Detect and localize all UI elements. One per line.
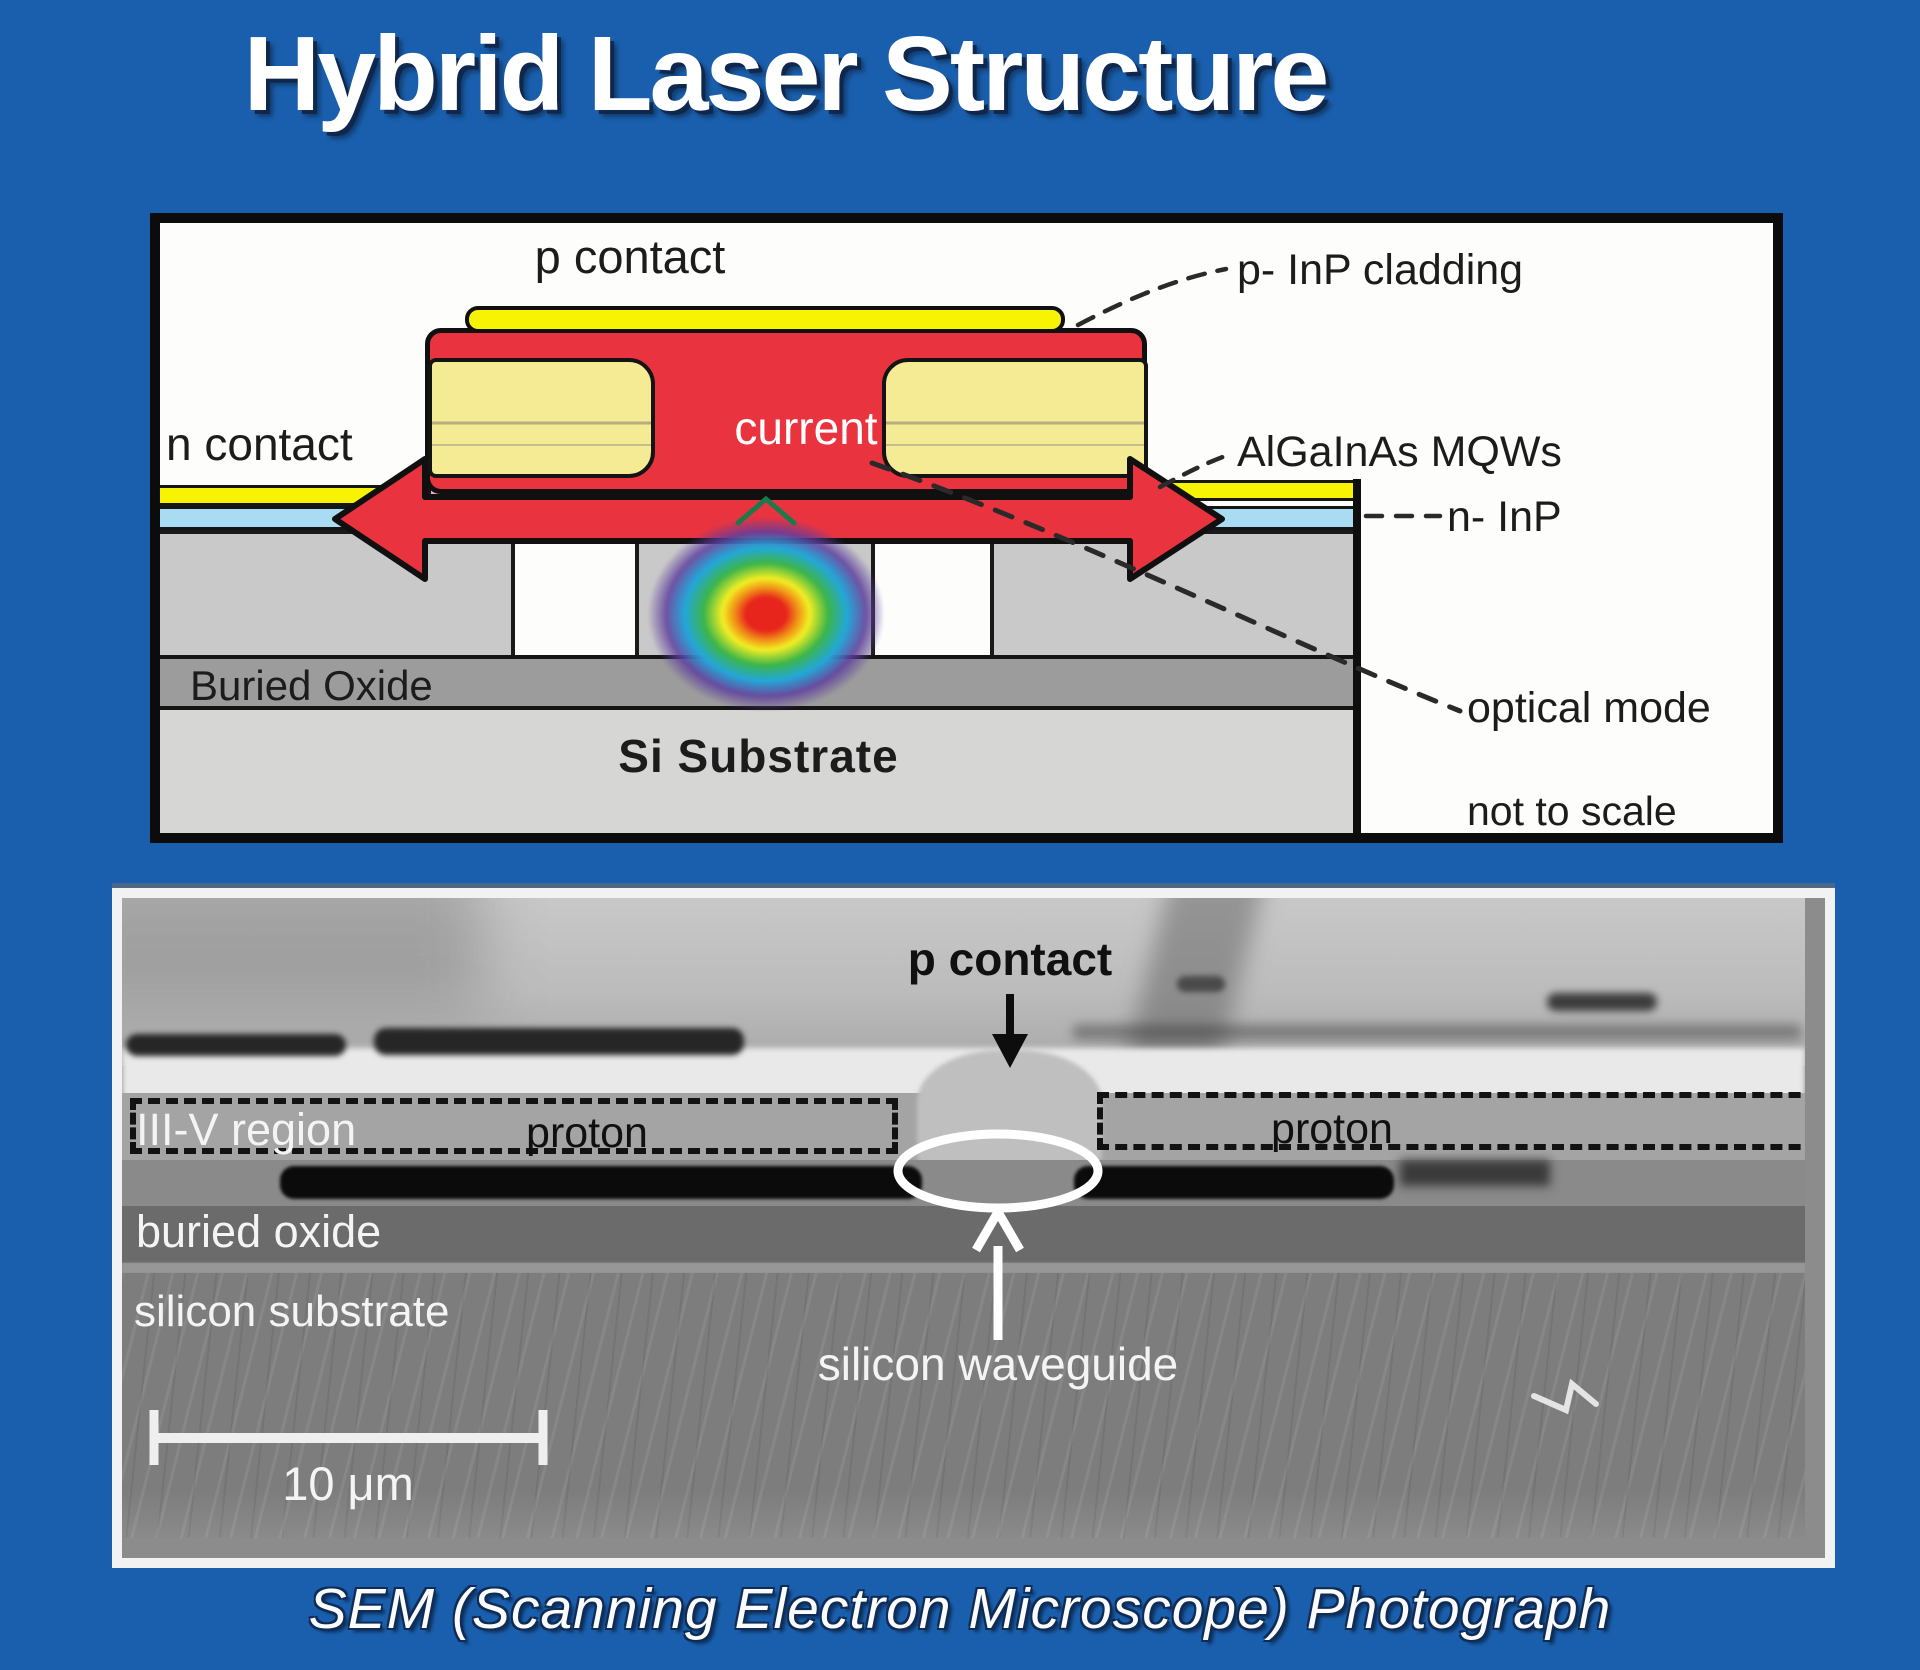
sem-buried-oxide-band: [122, 1206, 1805, 1263]
optical-mode-blob: [610, 481, 922, 737]
sem-photo: p contact III-V region proton proton bur…: [122, 898, 1805, 1538]
sem-dark-smudge: [1072, 1024, 1802, 1040]
silicon-layer-left: [160, 530, 515, 655]
label-si-substrate: Si Substrate: [618, 730, 899, 782]
proton-region-box-left: [130, 1098, 898, 1154]
sem-dark-smudge: [374, 1028, 744, 1055]
n-contact-metal-left: [160, 485, 450, 506]
sem-layer-separator: [122, 1263, 1805, 1273]
label-buried-oxide: Buried Oxide: [190, 662, 433, 709]
sem-dark-smudge: [126, 1034, 346, 1056]
sem-dark-smudge: [1177, 976, 1225, 992]
sem-caption: SEM (Scanning Electron Microscope) Photo…: [308, 1577, 1612, 1641]
sem-scale-value: 10 μm: [282, 1457, 414, 1510]
n-contact-metal-right: [1160, 480, 1357, 501]
sem-dark-smudge: [1547, 993, 1657, 1011]
label-current: current: [734, 402, 878, 454]
p-inp-cladding-left: [428, 358, 655, 478]
label-n-inp: n- InP: [1447, 493, 1562, 541]
sem-bond-layer-left: [280, 1166, 922, 1199]
schematic-panel: p contact n contact current p- InP cladd…: [150, 213, 1783, 843]
sem-dark-smudge: [1400, 1160, 1550, 1186]
sem-label-p-contact: p contact: [907, 933, 1113, 985]
label-not-to-scale: not to scale: [1467, 788, 1677, 834]
silicon-layer-right: [990, 530, 1357, 655]
sem-label-silicon-waveguide: silicon waveguide: [817, 1338, 1179, 1390]
sem-photo-panel: p contact III-V region proton proton bur…: [112, 888, 1835, 1568]
sem-mesa-ridge: [917, 1050, 1102, 1165]
sem-substrate-band: [122, 1273, 1805, 1538]
label-optical-mode: optical mode: [1467, 684, 1711, 732]
proton-region-box-right: [1097, 1092, 1805, 1150]
label-p-inp-cladding: p- InP cladding: [1237, 246, 1524, 294]
label-n-contact: n contact: [166, 418, 353, 470]
sem-label-iii-v-region: III-V region: [136, 1104, 357, 1155]
label-algainas-mqws: AlGaInAs MQWs: [1237, 428, 1562, 476]
sem-corner-shade: [122, 898, 482, 1008]
p-contact-metal: [465, 306, 1065, 333]
sem-label-proton-left: proton: [526, 1109, 648, 1157]
page-title: Hybrid Laser Structure: [243, 15, 1330, 133]
sem-bond-layer-right: [1074, 1166, 1394, 1199]
sem-label-silicon-substrate: silicon substrate: [134, 1287, 450, 1336]
sem-label-proton-right: proton: [1271, 1105, 1393, 1153]
label-p-contact: p contact: [534, 230, 726, 283]
leader-p-inp-cladding: [1075, 266, 1229, 328]
sem-label-buried-oxide: buried oxide: [136, 1206, 382, 1257]
